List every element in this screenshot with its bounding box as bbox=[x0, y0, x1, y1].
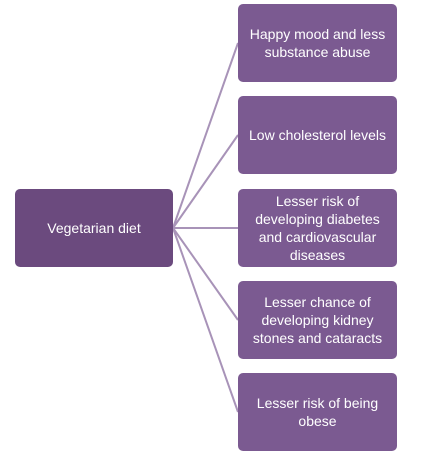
connector-line-1 bbox=[172, 134, 239, 229]
connector-lines bbox=[172, 42, 239, 413]
connector-line-3 bbox=[172, 227, 239, 321]
connector-line-0 bbox=[172, 42, 239, 229]
child-node-happy-mood: Happy mood and less substance abuse bbox=[238, 4, 397, 82]
child-node-kidney-stones-cataracts: Lesser chance of developing kidney stone… bbox=[238, 281, 397, 359]
child-node-low-cholesterol: Low cholesterol levels bbox=[238, 96, 397, 174]
connector-line-4 bbox=[172, 227, 239, 413]
child-node-obese: Lesser risk of being obese bbox=[238, 373, 397, 451]
root-node-vegetarian-diet: Vegetarian diet bbox=[15, 189, 173, 267]
child-node-diabetes-cardiovascular: Lesser risk of developing diabetes and c… bbox=[238, 189, 397, 267]
